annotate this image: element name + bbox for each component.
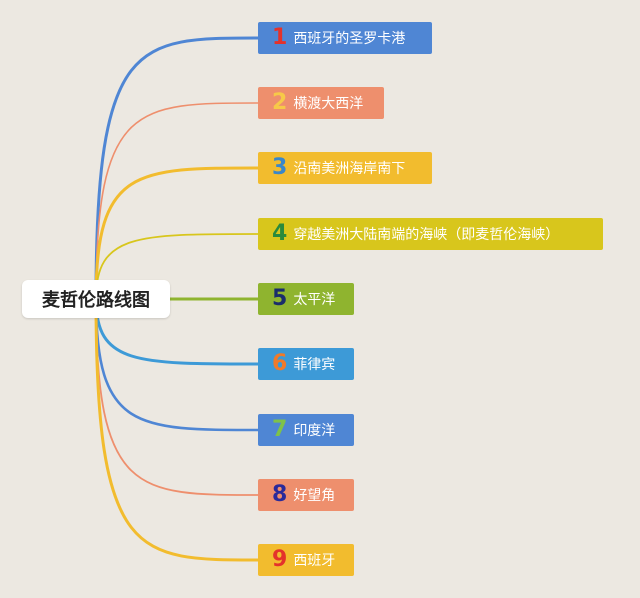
connector-line-3	[94, 166, 260, 301]
node-number: 6	[272, 351, 288, 376]
node-2: 2 横渡大西洋	[258, 87, 384, 119]
node-9: 9 西班牙	[258, 544, 354, 576]
connector-line-8	[95, 298, 259, 496]
node-label: 西班牙的圣罗卡港	[293, 31, 406, 47]
connector-line-9	[94, 297, 260, 562]
node-label: 横渡大西洋	[293, 96, 364, 112]
node-label: 菲律宾	[293, 357, 336, 373]
node-5: 5 太平洋	[258, 283, 354, 315]
node-label: 太平洋	[293, 292, 336, 308]
node-7: 7 印度洋	[258, 414, 354, 446]
node-number: 8	[272, 482, 288, 507]
node-number: 9	[272, 547, 288, 572]
node-label: 穿越美洲大陆南端的海峡（即麦哲伦海峡）	[293, 227, 560, 243]
node-8: 8 好望角	[258, 479, 354, 511]
connector-line-7	[94, 297, 260, 432]
root-label: 麦哲伦路线图	[42, 290, 150, 311]
node-number: 5	[272, 286, 288, 311]
node-4: 4 穿越美洲大陆南端的海峡（即麦哲伦海峡）	[258, 218, 603, 250]
connector-line-6	[94, 297, 260, 366]
connector-line-4	[95, 233, 259, 300]
node-number: 3	[272, 155, 288, 180]
root-node: 麦哲伦路线图	[22, 280, 170, 318]
node-number: 1	[272, 25, 288, 50]
node-3: 3 沿南美洲海岸南下	[258, 152, 432, 184]
node-label: 好望角	[293, 488, 336, 504]
node-label: 沿南美洲海岸南下	[293, 161, 406, 177]
node-label: 印度洋	[293, 423, 336, 439]
connector-line-2	[95, 102, 259, 300]
node-number: 4	[272, 221, 288, 246]
node-label: 西班牙	[293, 553, 336, 569]
node-number: 7	[272, 417, 288, 442]
node-6: 6 菲律宾	[258, 348, 354, 380]
connector-line-1	[94, 36, 260, 301]
node-1: 1 西班牙的圣罗卡港	[258, 22, 432, 54]
node-number: 2	[272, 90, 288, 115]
